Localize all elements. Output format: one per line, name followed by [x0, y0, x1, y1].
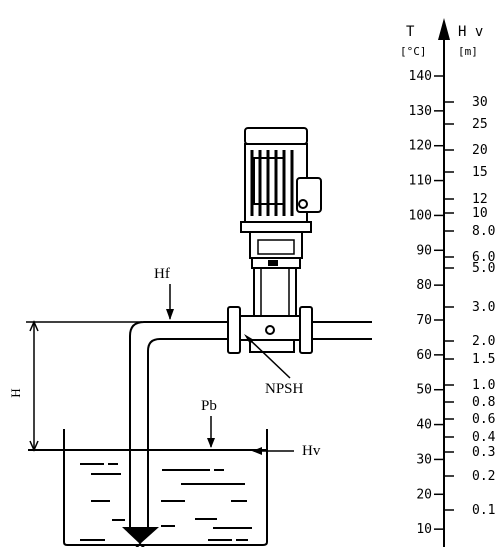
hf-arrow [166, 284, 174, 320]
label-Pb: Pb [201, 398, 217, 414]
t-tick-label: 20 [416, 487, 432, 502]
hv-tick-label: 1.0 [472, 378, 495, 393]
hv-tick-label: 8.0 [472, 224, 495, 239]
hv-tick-label: 30 [472, 95, 488, 110]
t-tick-label: 110 [409, 174, 432, 189]
hv-tick-label: 0.2 [472, 469, 495, 484]
hv-tick-label: 0.6 [472, 412, 495, 427]
vertical-pump-icon [239, 127, 322, 353]
hv-tick-label: 0.3 [472, 445, 495, 460]
label-H: H [8, 388, 23, 397]
t-tick-label: 100 [409, 208, 432, 223]
t-tick-label: 120 [409, 139, 432, 154]
t-ticks: 1401301201101009080706050403020100 [409, 69, 444, 537]
t-unit: [°C] [400, 45, 427, 58]
hv-tick-label: 12 [472, 192, 488, 207]
t-tick-label: 40 [416, 418, 432, 433]
hv-tick-label: 2.0 [472, 334, 495, 349]
pb-arrow [207, 416, 215, 448]
t-tick-label: 80 [416, 278, 432, 293]
label-Hv: Hv [302, 443, 321, 459]
npsh-arrow [244, 334, 291, 379]
t-tick-label: 30 [416, 452, 432, 467]
hv-tick-label: 25 [472, 117, 488, 132]
water-ripples [80, 463, 252, 541]
hv-symbol: H v [458, 24, 483, 40]
hv-tick-label: 3.0 [472, 300, 495, 315]
hv-tick-label: 1.5 [472, 352, 495, 367]
t-tick-label: 140 [409, 69, 432, 84]
t-tick-label: 70 [416, 313, 432, 328]
t-tick-label: 130 [409, 104, 432, 119]
hv-tick-label: 0.8 [472, 395, 495, 410]
tank [28, 429, 268, 546]
hv-unit: [m] [458, 45, 478, 58]
t-tick-label: 60 [416, 348, 432, 363]
scale-arrow-icon [438, 18, 450, 40]
foot-valve-icon [122, 527, 159, 547]
t-tick-label: 50 [416, 383, 432, 398]
hv-arrow [252, 447, 294, 455]
t-tick-label: 10 [416, 522, 432, 537]
label-Hf: Hf [154, 266, 170, 282]
flange-right [299, 306, 313, 354]
t-tick-label: 90 [416, 243, 432, 258]
hv-tick-label: 0.1 [472, 503, 495, 518]
flange-left [227, 306, 241, 354]
hv-tick-label: 5.0 [472, 261, 495, 276]
t-symbol: T [406, 24, 415, 40]
label-NPSH: NPSH [265, 381, 304, 397]
hv-tick-label: 6.0 [472, 250, 495, 265]
suction-pipe [122, 321, 372, 547]
hv-tick-label: 0.4 [472, 430, 496, 445]
t-hv-scale: T [°C] H v [m] 140 130 120 110 100 90 80 70 60 50… [400, 18, 496, 547]
hv-tick-label: 15 [472, 165, 488, 180]
h-dimension [26, 320, 142, 452]
hv-tick-label: 10 [472, 206, 488, 221]
hv-tick-label: 20 [472, 143, 488, 158]
